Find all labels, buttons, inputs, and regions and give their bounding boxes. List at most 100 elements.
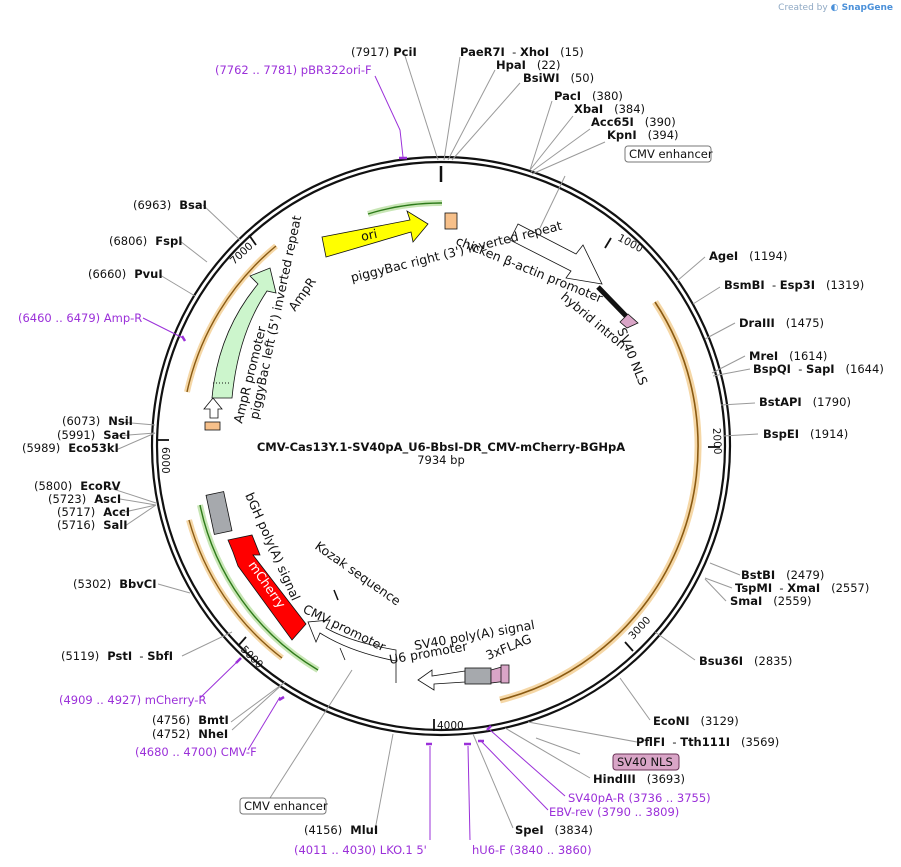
- ampr-arrow: [211, 267, 277, 399]
- site-label: (5716) SalI: [57, 518, 128, 532]
- nls-arrow-top: [619, 313, 639, 329]
- enzyme-name: MreI: [749, 349, 778, 363]
- enzyme-name: XhoI: [520, 45, 549, 59]
- site-position: (1614): [778, 349, 827, 363]
- site-position: (4752): [152, 727, 190, 741]
- site-position: -: [765, 278, 780, 292]
- enzyme-name: SalI: [95, 518, 127, 532]
- site-label: MreI (1614): [749, 349, 827, 363]
- site-label: (6073) NsiI: [62, 414, 133, 428]
- enzyme-name: BsmBI: [724, 278, 765, 292]
- tick-4000: 4000: [437, 720, 464, 732]
- site-label: (6660) PvuI: [88, 267, 163, 281]
- site-label: (5717) AccI: [57, 505, 130, 519]
- site-label: EcoNI (3129): [653, 714, 739, 728]
- site-label: XbaI (384): [574, 102, 645, 116]
- site-leaders: [103, 55, 759, 831]
- site-position: (3569): [730, 735, 779, 749]
- site-label: (6806) FspI: [109, 234, 182, 248]
- enzyme-name: XbaI: [574, 102, 603, 116]
- boxed-cmv-enhancer-bottom-label: CMV enhancer: [244, 799, 328, 813]
- primer-mcherry-r: (4909 .. 4927) mCherry-R: [59, 693, 206, 707]
- boxed-cmv-enhancer-top-label: CMV enhancer: [629, 147, 713, 161]
- enzyme-name: BspQI: [753, 362, 791, 376]
- enzyme-name: DraIII: [739, 316, 775, 330]
- site-position: -: [791, 362, 806, 376]
- enzyme-name: Tth111I: [680, 735, 730, 749]
- enzyme-name: SapI: [806, 362, 835, 376]
- enzyme-name: HpaI: [496, 58, 526, 72]
- primer-cmv-f: (4680 .. 4700) CMV-F: [135, 745, 257, 759]
- site-position: -: [505, 45, 520, 59]
- backbone-outer: [150, 155, 732, 737]
- ampr-promoter-arrow: [203, 397, 223, 419]
- site-label: BstAPI (1790): [759, 395, 851, 409]
- plasmid-length: 7934 bp: [417, 453, 465, 467]
- enzyme-name: SbfI: [147, 649, 173, 663]
- site-position: -: [665, 735, 680, 749]
- site-label: (4756) BmtI: [152, 713, 229, 727]
- site-position: (2557): [820, 581, 869, 595]
- boxed-sv40-nls-label: SV40 NLS: [617, 755, 673, 769]
- site-position: (5989): [22, 441, 60, 455]
- site-position: (380): [581, 89, 623, 103]
- site-label: BspQI - SapI (1644): [753, 362, 884, 376]
- site-label: Bsu36I (2835): [699, 654, 792, 668]
- site-label: BstBI (2479): [741, 568, 824, 582]
- green-arc-top-line: [367, 202, 443, 215]
- enzyme-name: TspMI: [735, 581, 772, 595]
- site-label: (5723) AscI: [48, 492, 121, 506]
- credit-prefix: Created by: [778, 3, 828, 13]
- site-label: SmaI (2559): [730, 594, 812, 608]
- enzyme-name: FspI: [147, 234, 182, 248]
- enzyme-name: BbvCI: [111, 577, 156, 591]
- enzyme-name: PstI: [99, 649, 132, 663]
- green-arc-bottom-left-line: [199, 504, 319, 671]
- site-position: (5717): [57, 505, 95, 519]
- hybrid-intron-bar: [596, 285, 629, 319]
- nls-block-bottom: [500, 664, 510, 684]
- kozak-label: Kozak sequence: [312, 538, 404, 608]
- enzyme-name: AccI: [95, 505, 130, 519]
- orange-block-left: [204, 421, 221, 431]
- site-position: (394): [637, 128, 679, 142]
- orange-arc-left-top-line: [186, 245, 277, 393]
- enzyme-name: MluI: [342, 823, 378, 837]
- site-position: (5716): [57, 518, 95, 532]
- enzyme-name: BsaI: [171, 198, 207, 212]
- enzyme-name: Bsu36I: [699, 654, 743, 668]
- sv40-polya-block: [464, 667, 492, 685]
- u6-promoter-arrow: [417, 669, 466, 691]
- site-label: HpaI (22): [496, 58, 560, 72]
- enzyme-name: XmaI: [787, 581, 820, 595]
- site-label: PacI (380): [554, 89, 623, 103]
- primer-pbr322ori-f: (7762 .. 7781) pBR322ori-F: [215, 63, 372, 77]
- enzyme-name: BspEI: [763, 427, 799, 441]
- ori-label: ori: [360, 226, 379, 244]
- site-position: (5800): [34, 479, 72, 493]
- enzyme-name: EcoRV: [72, 479, 120, 493]
- site-position: (5991): [57, 428, 95, 442]
- enzyme-name: SacI: [95, 428, 130, 442]
- site-label: BsiWI (50): [523, 71, 594, 85]
- site-position: (3834): [544, 823, 593, 837]
- kozak-tick: [333, 589, 339, 601]
- ruler-ticks: [157, 234, 720, 731]
- site-position: (15): [549, 45, 584, 59]
- site-position: (1319): [815, 278, 864, 292]
- site-position: (2835): [743, 654, 792, 668]
- snapgene-logo: ◐ SnapGene: [830, 3, 893, 13]
- site-position: (4756): [152, 713, 190, 727]
- site-position: (2559): [762, 594, 811, 608]
- site-label: (5302) BbvCI: [73, 577, 156, 591]
- sv40-nls-label: SV40 NLS: [614, 326, 651, 388]
- primer-marks: [180, 156, 492, 746]
- enzyme-name: BstBI: [741, 568, 775, 582]
- site-label: (6963) BsaI: [133, 198, 207, 212]
- tick-6000: 6000: [159, 447, 171, 474]
- enzyme-name: AscI: [86, 492, 121, 506]
- ori-arrow: [321, 210, 429, 258]
- enzyme-name: BmtI: [190, 713, 229, 727]
- tick-2000: 2000: [710, 428, 723, 455]
